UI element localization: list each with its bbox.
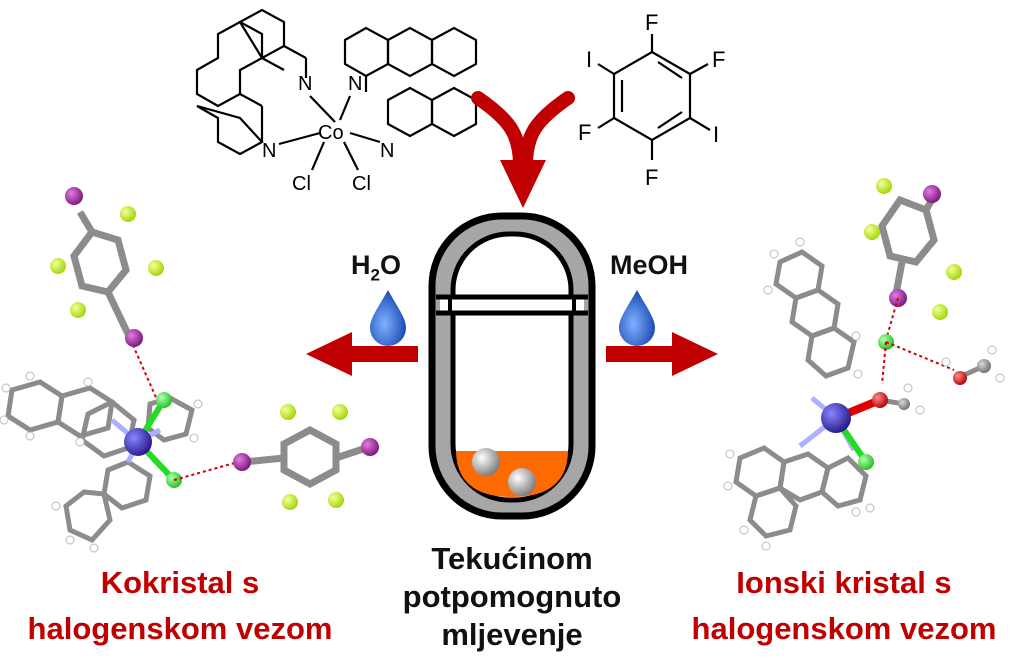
methanol-label: MeOH [610,250,689,280]
center-caption-line2: potpomognuto [402,579,622,614]
atom-label-f: F [645,10,658,35]
cocrystal-3d-structure [0,187,379,553]
atom-label-n: N [380,140,394,162]
atom-label-n: N [348,73,362,95]
left-arrow [306,332,418,376]
right-caption-line2: halogenskom vezom [691,611,997,646]
atom-label-co: Co [318,122,344,144]
atom-label-i: I [586,47,592,72]
converging-arrow [471,91,575,208]
atom-label-n: N [298,73,312,95]
cobalt-complex-structure [195,8,478,171]
right-caption-line1: Ionski kristal s [736,565,952,600]
atom-label-f: F [712,47,725,72]
left-caption: Kokristal s halogenskom vezom [0,560,360,652]
atom-label-f: F [645,165,658,190]
methanol-drop-icon [619,290,655,346]
atom-label-cl: Cl [292,173,311,195]
atom-label-f: F [578,120,591,145]
left-caption-line1: Kokristal s [100,565,260,600]
center-caption: Tekućinom potpomognuto mljevenje [392,540,632,654]
left-caption-line2: halogenskom vezom [27,611,333,646]
center-caption-line1: Tekućinom [431,541,593,576]
water-drop-icon [370,290,406,346]
milling-jar [428,212,596,520]
atom-label-i: I [713,122,719,147]
water-label: H2O [351,250,401,285]
diiodotetrafluorobenzene-structure [597,34,711,160]
right-caption: Ionski kristal s halogenskom vezom [664,560,1024,652]
right-arrow [606,332,718,376]
milling-ball [508,468,536,496]
atom-label-n: N [262,140,276,162]
milling-ball [472,448,500,476]
atom-label-cl: Cl [352,173,371,195]
center-caption-line3: mljevenje [441,617,583,652]
ionic-crystal-3d-structure [723,178,1005,551]
